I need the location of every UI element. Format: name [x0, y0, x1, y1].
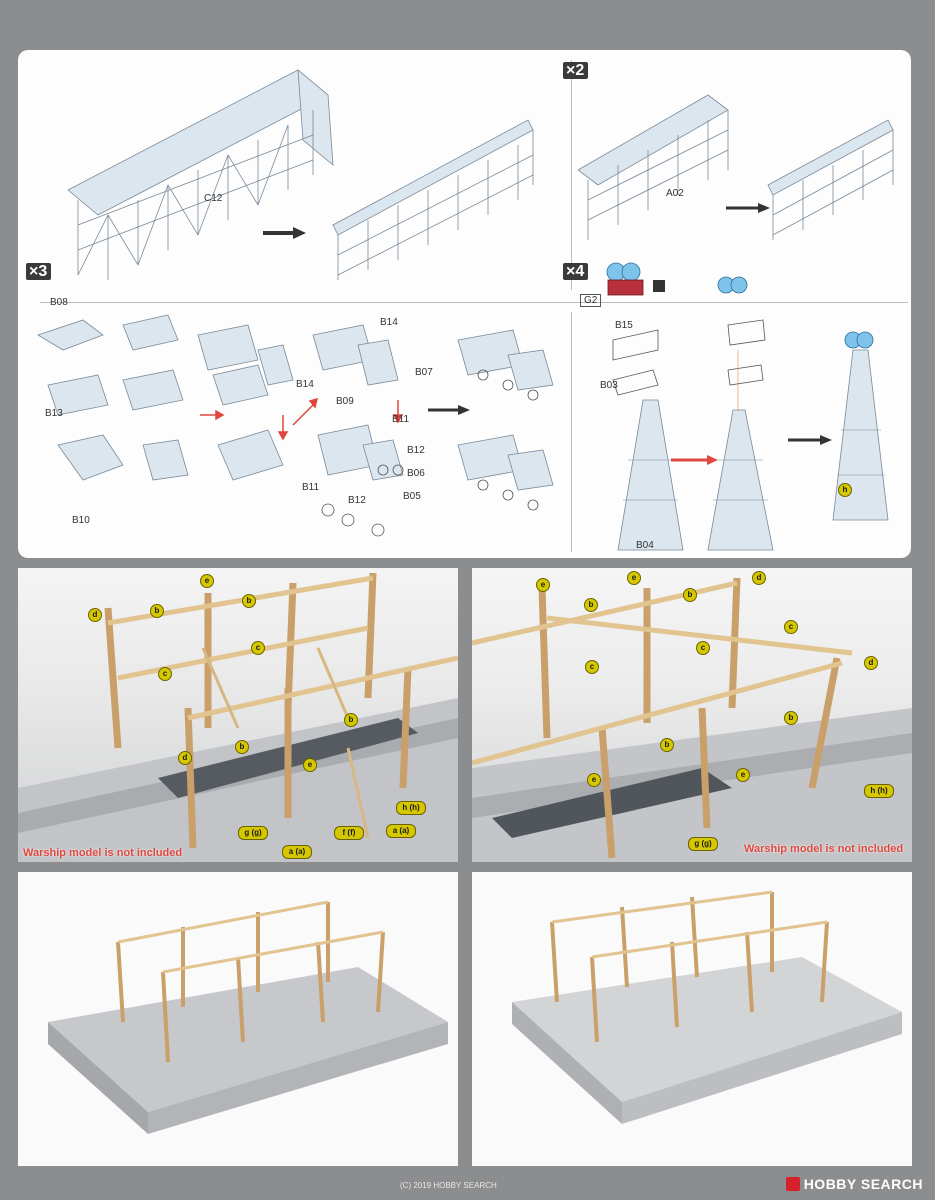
callout-g: g (g) — [688, 837, 718, 851]
brand-text: HOBBY SEARCH — [803, 1176, 923, 1192]
photo-overview-left — [18, 872, 458, 1166]
label-b08: B08 — [50, 297, 68, 308]
step-x2: ×2 — [563, 62, 589, 79]
callout-d: d — [752, 571, 766, 585]
diorama-photo-1 — [18, 572, 458, 862]
label-b13: B13 — [45, 408, 63, 419]
callout-e: e — [536, 578, 550, 592]
label-b09: B09 — [336, 396, 354, 407]
label-g2: G2 — [580, 294, 602, 307]
label-b12-right: B12 — [407, 445, 425, 456]
roof-truss-a02-diagram — [578, 94, 894, 240]
label-b03: B03 — [600, 380, 618, 391]
paint-brush-icon — [653, 280, 665, 292]
step-x4: ×4 — [563, 263, 589, 280]
divider-vertical-top — [571, 60, 572, 290]
callout-b: b — [584, 598, 598, 612]
photo-front-left: e d b b c c b b d e g (g) f (f) a (a) h … — [18, 568, 458, 862]
tower-assembly-diagram — [606, 262, 889, 551]
diorama-photo-2 — [472, 577, 912, 862]
callout-c: c — [585, 660, 599, 674]
callout-d: d — [864, 656, 878, 670]
divider-horizontal — [40, 302, 908, 303]
callout-a: a (a) — [386, 824, 416, 838]
step-x3: ×3 — [26, 263, 52, 280]
warning-text: Warship model is not included — [23, 847, 183, 859]
callout-h: h (h) — [864, 784, 894, 798]
diorama-photo-3 — [48, 900, 448, 1134]
label-b06: B06 — [407, 468, 425, 479]
roof-truss-c12-diagram — [67, 69, 534, 280]
callout-b: b — [344, 713, 358, 727]
label-b10: B10 — [72, 515, 90, 526]
label-b05: B05 — [403, 491, 421, 502]
callout-c: c — [158, 667, 172, 681]
label-b04: B04 — [636, 540, 654, 551]
callout-c: c — [251, 641, 265, 655]
callout-f: f (f) — [334, 826, 364, 840]
label-b07: B07 — [415, 367, 433, 378]
callout-b: b — [235, 740, 249, 754]
callout-h: h — [838, 483, 852, 497]
brand-mark-icon — [785, 1177, 800, 1191]
painted-part-g2 — [607, 279, 644, 296]
callout-h: h (h) — [396, 801, 426, 815]
callout-d: d — [88, 608, 102, 622]
instruction-panel: C12 ×2 A02 ×3 — [18, 50, 911, 558]
callout-g: g (g) — [238, 826, 268, 840]
callout-a: a (a) — [282, 845, 312, 859]
callout-e: e — [627, 571, 641, 585]
callout-e: e — [303, 758, 317, 772]
callout-b: b — [660, 738, 674, 752]
label-b11-left: B11 — [302, 482, 320, 493]
copyright-text: (C) 2019 HOBBY SEARCH — [400, 1181, 497, 1190]
label-b12-bottom: B12 — [348, 495, 366, 506]
callout-d: d — [178, 751, 192, 765]
warning-text: Warship model is not included — [744, 843, 904, 855]
hobby-search-logo: HOBBY SEARCH — [785, 1176, 923, 1192]
callout-b: b — [784, 711, 798, 725]
callout-b: b — [150, 604, 164, 618]
photo-front-right: e e d b b b c c c d b b e e h (h) g (g) … — [472, 568, 912, 862]
label-b14-left: B14 — [296, 379, 314, 390]
photo-overview-right — [472, 872, 912, 1166]
label-b14-top: B14 — [380, 317, 398, 328]
callout-b: b — [683, 588, 697, 602]
label-a02: A02 — [666, 188, 684, 199]
callout-c: c — [696, 641, 710, 655]
label-b15: B15 — [615, 320, 633, 331]
truck-assembly-diagram — [37, 314, 554, 537]
callout-b: b — [242, 594, 256, 608]
divider-vertical-bottom — [571, 312, 572, 552]
callout-e: e — [736, 768, 750, 782]
callout-c: c — [784, 620, 798, 634]
label-c12: C12 — [204, 193, 223, 204]
label-b11-right: B11 — [392, 414, 410, 425]
callout-e: e — [200, 574, 214, 588]
callout-e: e — [587, 773, 601, 787]
diorama-photo-4 — [512, 890, 902, 1124]
